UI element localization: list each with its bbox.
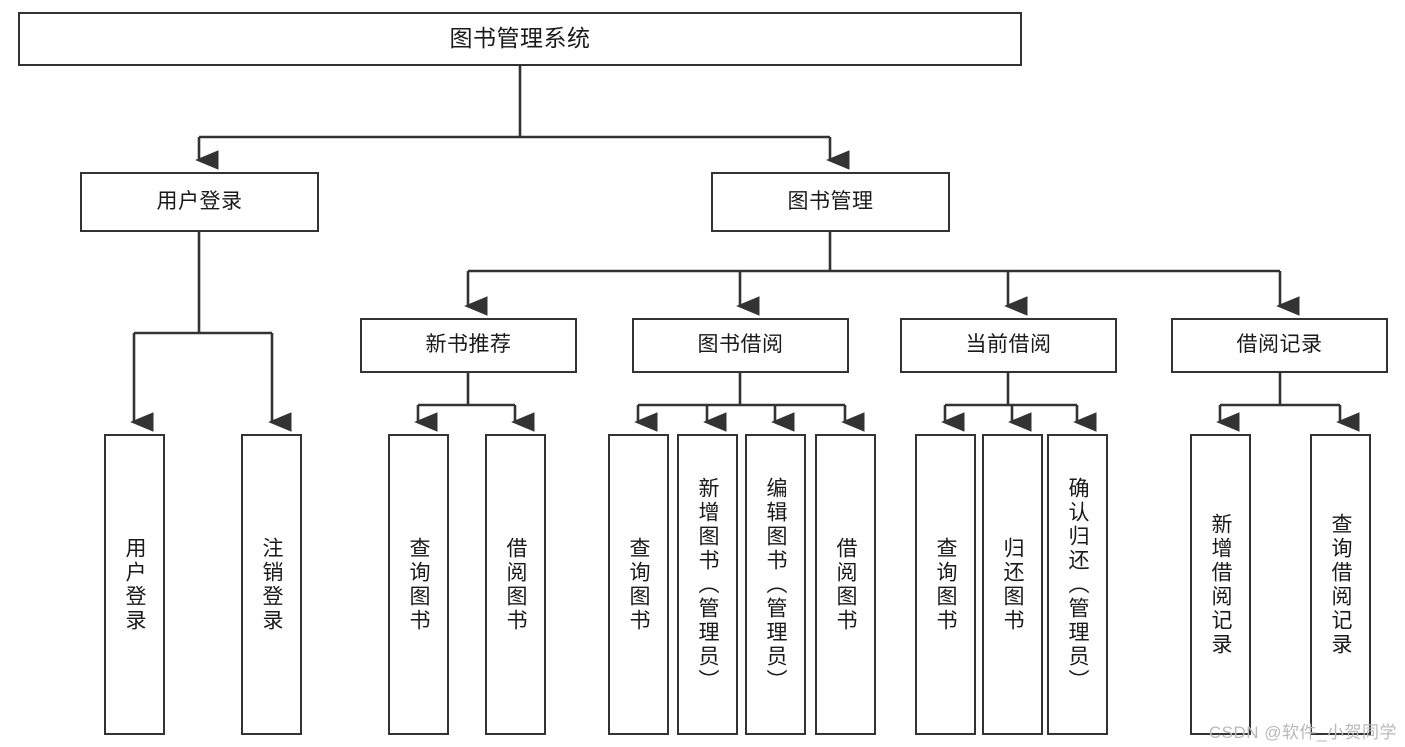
node-book-borrow[interactable]: 图书借阅	[632, 318, 849, 373]
node-label: 编辑图书（管理员）	[764, 476, 787, 693]
node-label: 用户登录	[123, 536, 146, 633]
node-leaf-edit-book[interactable]: 编辑图书（管理员）	[745, 434, 806, 735]
node-label: 查询图书	[627, 536, 650, 633]
watermark-text: CSDN @软件_小贺同学	[1208, 723, 1397, 742]
node-label: 图书借阅	[697, 333, 784, 357]
node-leaf-confirm-return[interactable]: 确认归还（管理员）	[1047, 434, 1108, 735]
node-new-book-recommend[interactable]: 新书推荐	[360, 318, 577, 373]
node-leaf-user-login[interactable]: 用户登录	[104, 434, 165, 735]
node-leaf-add-book[interactable]: 新增图书（管理员）	[677, 434, 738, 735]
node-leaf-borrow-book-1[interactable]: 借阅图书	[485, 434, 546, 735]
node-user-login[interactable]: 用户登录	[80, 172, 319, 232]
node-current-borrow[interactable]: 当前借阅	[900, 318, 1117, 373]
node-leaf-query-record[interactable]: 查询借阅记录	[1310, 434, 1371, 735]
node-label: 用户登录	[156, 189, 243, 213]
node-label: 查询图书	[407, 536, 430, 633]
node-book-management[interactable]: 图书管理	[711, 172, 950, 232]
node-leaf-query-book-3[interactable]: 查询图书	[915, 434, 976, 735]
node-label: 新增借阅记录	[1209, 512, 1232, 657]
node-leaf-query-book-1[interactable]: 查询图书	[388, 434, 449, 735]
node-leaf-logout-login[interactable]: 注销登录	[241, 434, 302, 735]
node-label: 新书推荐	[425, 333, 512, 357]
node-borrow-record[interactable]: 借阅记录	[1171, 318, 1388, 373]
node-label: 图书管理系统	[449, 25, 591, 52]
node-label: 查询图书	[934, 536, 957, 633]
node-leaf-return-book[interactable]: 归还图书	[982, 434, 1043, 735]
node-label: 确认归还（管理员）	[1066, 476, 1089, 693]
node-leaf-borrow-book-2[interactable]: 借阅图书	[815, 434, 876, 735]
node-label: 归还图书	[1001, 536, 1024, 633]
node-root-book-management-system[interactable]: 图书管理系统	[18, 12, 1022, 66]
node-leaf-query-book-2[interactable]: 查询图书	[608, 434, 669, 735]
node-label: 借阅图书	[504, 536, 527, 633]
node-label: 查询借阅记录	[1329, 512, 1352, 657]
node-label: 借阅记录	[1236, 333, 1323, 357]
node-label: 借阅图书	[834, 536, 857, 633]
node-label: 当前借阅	[965, 333, 1052, 357]
node-label: 新增图书（管理员）	[696, 476, 719, 693]
node-label: 图书管理	[787, 189, 874, 213]
node-label: 注销登录	[260, 536, 283, 633]
node-leaf-add-record[interactable]: 新增借阅记录	[1190, 434, 1251, 735]
